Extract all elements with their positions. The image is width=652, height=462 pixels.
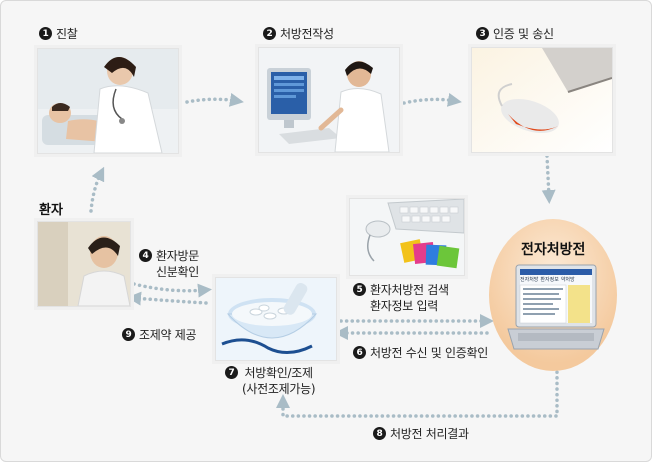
- step-6-label: 6 처방전 수신 및 인증확인: [353, 344, 488, 361]
- doctor-at-computer-image: [259, 48, 399, 152]
- step-8-text: 처방전 처리결과: [390, 425, 469, 442]
- laptop-tab-1: 전자처방: [520, 276, 538, 284]
- step-5-label: 5 환자처방전 검색 환자정보 입력: [353, 282, 449, 314]
- search-prescription-photo: [349, 198, 465, 276]
- mortar-and-pills-image: [216, 278, 336, 360]
- step-1-label: 1 진찰: [39, 25, 77, 42]
- patient-title: 환자: [39, 199, 63, 218]
- step-6-number: 6: [353, 346, 366, 359]
- step-5-line-2: 환자정보 입력: [370, 298, 449, 314]
- step-3-number: 3: [476, 27, 489, 40]
- step-3-text: 인증 및 송신: [493, 25, 554, 42]
- arrow-send-to-eprescription: [547, 156, 549, 197]
- eprescription-title: 전자처방전: [521, 239, 585, 259]
- step-5-line-1: 환자처방전 검색: [370, 282, 449, 298]
- computer-mouse-image: [472, 48, 612, 152]
- laptop-screen-tabs: 전자처방 환자정보 약처방: [520, 276, 592, 284]
- step-1-text: 진찰: [56, 25, 77, 42]
- sign-and-send-photo: [471, 47, 613, 153]
- arrow-exam-to-write: [187, 99, 237, 102]
- patient-photo: [37, 221, 131, 307]
- step-7-number: 7: [225, 366, 238, 379]
- step-2-number: 2: [263, 27, 276, 40]
- dispensing-photo: [215, 277, 337, 361]
- step-1-number: 1: [39, 27, 52, 40]
- arrow-write-to-send: [404, 99, 455, 103]
- step-8-number: 8: [373, 427, 386, 440]
- arrow-patient-to-pharmacy: [134, 284, 205, 291]
- step-4-number: 4: [139, 249, 152, 262]
- step-4-line-2: 신분확인: [156, 264, 199, 280]
- laptop-tab-2: 환자정보: [540, 276, 558, 284]
- step-9-text: 조제약 제공: [139, 326, 196, 343]
- doctor-examining-patient-image: [38, 49, 178, 153]
- step-7-line-2: (사전조제가능): [242, 381, 315, 397]
- step-4-label: 4 환자방문 신분확인: [139, 248, 199, 280]
- step-8-label: 8 처방전 처리결과: [373, 425, 469, 442]
- laptop-illustration: 전자처방 환자정보 약처방: [506, 263, 606, 355]
- step-6-text: 처방전 수신 및 인증확인: [370, 344, 488, 361]
- arrow-patient-to-exam: [91, 173, 101, 211]
- write-prescription-photo: [258, 47, 400, 153]
- step-9-number: 9: [122, 328, 135, 341]
- step-7-label: 7 처방확인/조제 (사전조제가능): [225, 365, 315, 397]
- step-7-line-1: 처방확인/조제: [245, 365, 313, 381]
- arrow-pharmacy-to-patient: [134, 298, 206, 303]
- step-3-label: 3 인증 및 송신: [476, 25, 554, 42]
- exam-photo: [37, 48, 179, 154]
- step-2-label: 2 처방전작성: [263, 25, 334, 42]
- laptop-tab-3: 약처방: [561, 276, 575, 284]
- keyboard-and-disks-image: [350, 199, 464, 275]
- patient-image: [38, 222, 130, 306]
- step-4-line-1: 환자방문: [156, 248, 199, 264]
- step-2-text: 처방전작성: [280, 25, 334, 42]
- step-9-label: 9 조제약 제공: [122, 326, 196, 343]
- step-5-number: 5: [353, 283, 366, 296]
